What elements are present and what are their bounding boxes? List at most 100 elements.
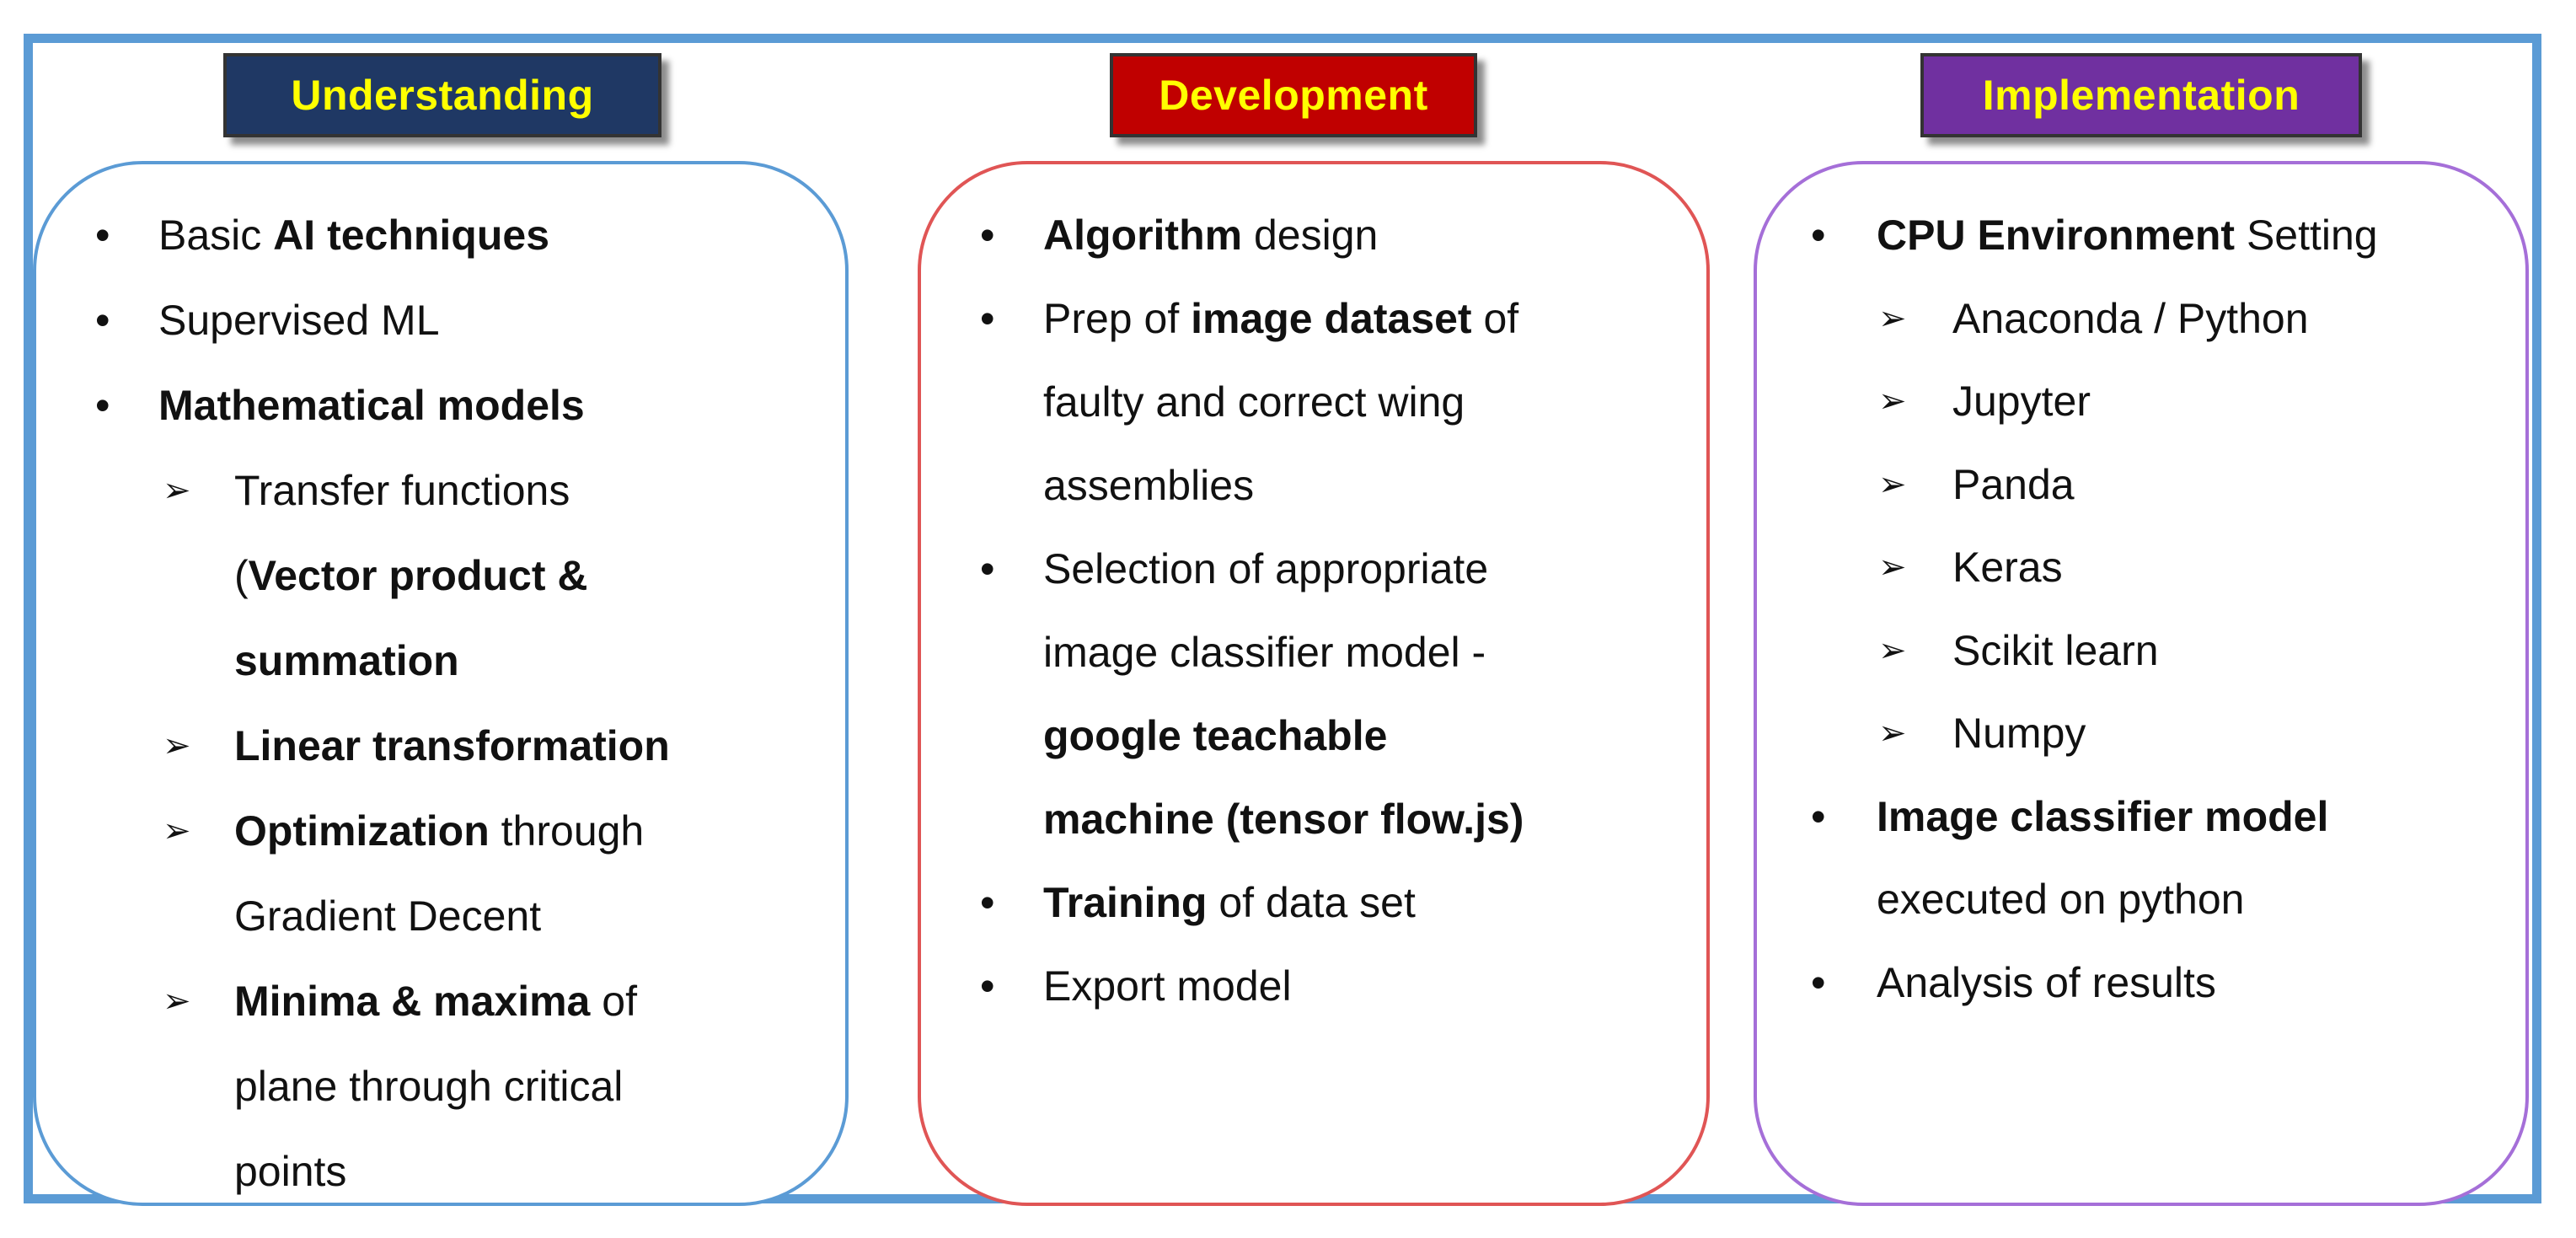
item-text-line: CPU Environment Setting [1877, 211, 2378, 260]
item-text-line: Keras [1952, 543, 2063, 592]
panel-understanding: • Basic AI techniques • Supervised ML • Mathe… [33, 161, 849, 1206]
plain-text: points [234, 1148, 347, 1195]
bullet-icon: • [1811, 958, 1826, 1006]
emphasis-text: Optimization [234, 807, 490, 855]
bullet-icon: • [95, 382, 110, 429]
panel-development: •Algorithm design•Prep of image dataset … [918, 161, 1710, 1206]
arrow-bullet-icon: ➢ [163, 812, 191, 849]
item-text-line: machine (tensor flow.js) [1043, 795, 1524, 844]
emphasis-text: image dataset [1191, 295, 1472, 342]
item-text-line: Anaconda / Python [1952, 294, 2309, 343]
sub-list-item: ➢ Keras [1757, 543, 2525, 626]
bullet-icon: • [95, 297, 110, 344]
emphasis-text: google teachable [1043, 712, 1388, 759]
header-understanding: Understanding [223, 53, 661, 137]
list-item: •CPU Environment Setting [1757, 211, 2525, 294]
plain-text: Numpy [1952, 710, 2086, 757]
emphasis-text: Training [1043, 879, 1208, 926]
arrow-bullet-icon: ➢ [1878, 715, 1907, 752]
plain-text: Keras [1952, 544, 2063, 591]
bullet-icon: • [980, 879, 995, 926]
item-text-line: Mathematical models [158, 381, 585, 430]
item-text-line: Scikit learn [1952, 626, 2159, 675]
plain-text: faulty and correct wing [1043, 378, 1465, 426]
plain-text: design [1242, 212, 1379, 259]
plain-text: Basic [158, 212, 274, 259]
plain-text: image classifier model - [1043, 629, 1486, 676]
arrow-bullet-icon: ➢ [163, 983, 191, 1020]
item-text-line: Supervised ML [158, 296, 440, 345]
plain-text: Export model [1043, 962, 1292, 1010]
item-text-line: Selection of appropriate [1043, 544, 1488, 593]
list-item: • Supervised ML [36, 296, 845, 381]
bullet-icon: • [95, 212, 110, 259]
bullet-icon: • [980, 295, 995, 342]
item-text-line: Image classifier model [1877, 792, 2328, 841]
emphasis-text: machine (tensor flow.js) [1043, 796, 1524, 843]
plain-text: Selection of appropriate [1043, 545, 1489, 592]
arrow-bullet-icon: ➢ [1878, 549, 1907, 586]
bullet-icon: • [1811, 792, 1826, 840]
emphasis-text: AI techniques [273, 212, 550, 259]
plain-text: plane through critical [234, 1063, 624, 1110]
item-text-line: Prep of image dataset of [1043, 294, 1518, 343]
column-development: Development •Algorithm design•Prep of im… [884, 43, 1710, 1206]
item-text-line: Transfer functions [234, 466, 570, 515]
list-item: • Image classifier model executed on pytho… [1757, 792, 2525, 958]
plain-text: Supervised ML [158, 297, 440, 344]
item-text-line: Training of data set [1043, 878, 1416, 927]
list-item: • Selection of appropriate image classifie… [921, 544, 1706, 878]
sub-list-item: ➢ Anaconda / Python [1757, 294, 2525, 378]
plain-text: of data set [1207, 879, 1416, 926]
column-implementation: Implementation •CPU Environment Setting➢… [1727, 43, 2544, 1206]
emphasis-text: Minima & maxima [234, 978, 591, 1025]
sub-list-item: ➢ Jupyter [1757, 377, 2525, 460]
item-text-line: faulty and correct wing [1043, 378, 1465, 426]
item-text-line: executed on python [1877, 875, 2244, 924]
item-text-line: Optimization through [234, 807, 644, 855]
plain-text: Analysis of results [1877, 958, 2216, 1006]
list-item: • Analysis of results [1757, 958, 2525, 1042]
column-understanding: Understanding • Basic AI techniques • Super… [33, 43, 859, 1206]
item-text-line: plane through critical [234, 1062, 623, 1111]
list-item: • Prep of image dataset of faulty and corr… [921, 294, 1706, 544]
sub-list-item: ➢ Numpy [1757, 709, 2525, 792]
header-implementation: Implementation [1920, 53, 2362, 137]
emphasis-text: CPU Environment [1877, 212, 2236, 259]
sub-list-item: ➢ Panda [1757, 460, 2525, 544]
item-text-line: Linear transformation [234, 721, 670, 770]
list-item: • Mathematical models [36, 381, 845, 466]
list-item: •Algorithm design [921, 211, 1706, 294]
bullet-icon: • [980, 545, 995, 592]
arrow-bullet-icon: ➢ [1878, 465, 1907, 503]
item-text-line: (Vector product & [234, 551, 588, 600]
emphasis-text: Algorithm [1043, 212, 1243, 259]
sub-list-item: ➢ Transfer functions (Vector product & summ… [36, 466, 845, 721]
plain-text: Gradient Decent [234, 892, 542, 940]
plain-text: assemblies [1043, 462, 1255, 509]
diagram-frame: Understanding • Basic AI techniques • Super… [24, 34, 2544, 1206]
item-text-line: Algorithm design [1043, 211, 1378, 260]
plain-text: Transfer functions [234, 467, 570, 514]
arrow-bullet-icon: ➢ [1878, 383, 1907, 420]
list-item: • Export model [921, 962, 1706, 1045]
bullet-icon: • [980, 962, 995, 1010]
arrow-bullet-icon: ➢ [1878, 299, 1907, 337]
emphasis-text: summation [234, 637, 459, 684]
sub-list-item: ➢Linear transformation [36, 721, 845, 807]
header-development: Development [1110, 53, 1477, 137]
item-text-line: Jupyter [1952, 377, 2091, 426]
plain-text: executed on python [1877, 876, 2245, 923]
plain-text: through [489, 807, 645, 855]
plain-text: Jupyter [1952, 378, 2091, 425]
emphasis-text: Mathematical models [158, 382, 585, 429]
list-item: • Training of data set [921, 878, 1706, 962]
list-item: • Basic AI techniques [36, 211, 845, 296]
plain-text: of [590, 978, 637, 1025]
plain-text: Panda [1952, 460, 2075, 508]
emphasis-text: Linear transformation [234, 722, 670, 769]
item-text-line: Basic AI techniques [158, 211, 549, 260]
item-text-line: google teachable [1043, 711, 1387, 760]
arrow-bullet-icon: ➢ [163, 472, 191, 509]
